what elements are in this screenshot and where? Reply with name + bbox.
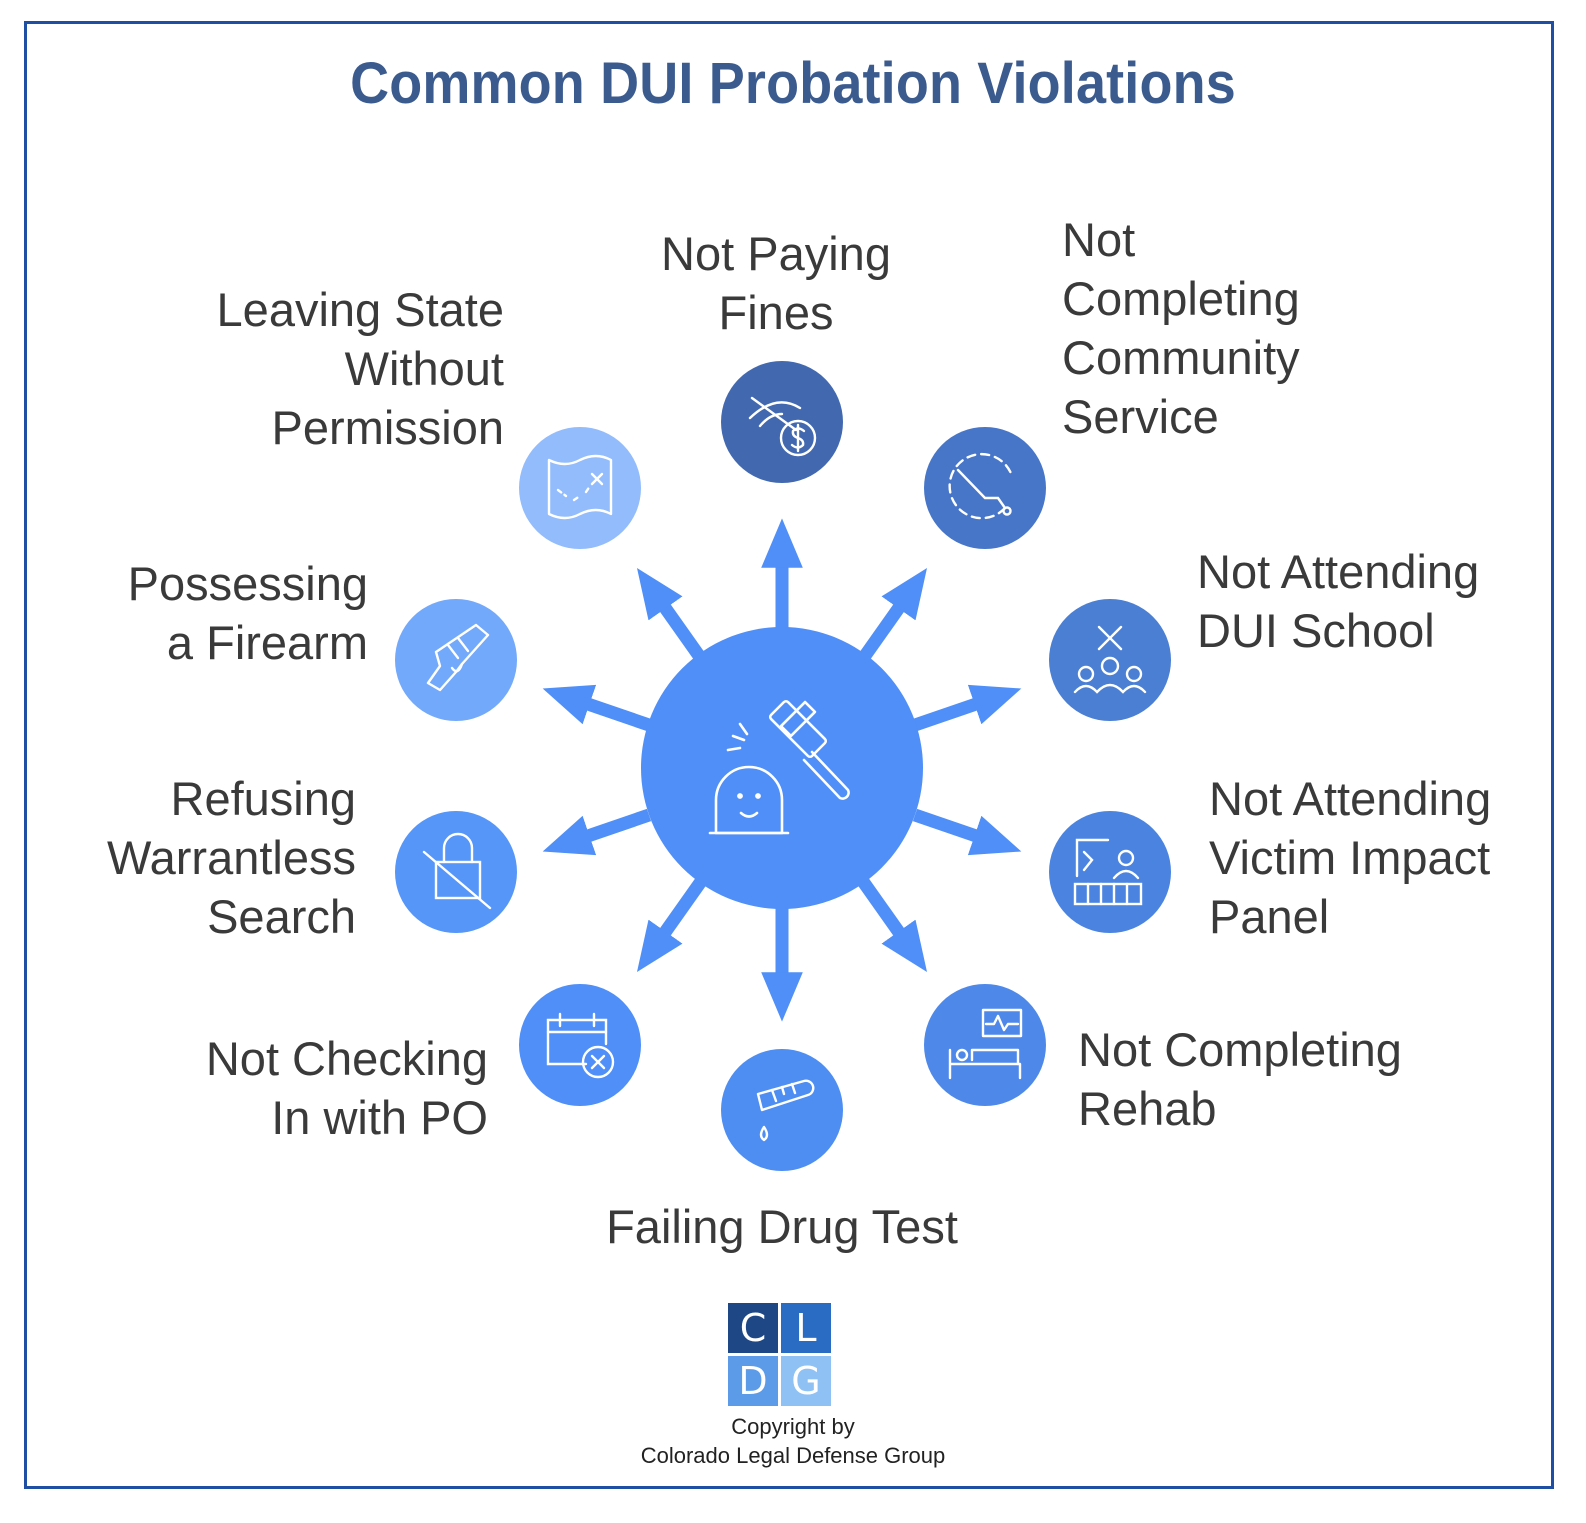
logo-letter-l: L — [781, 1303, 831, 1353]
label-refusing-warrantless-search: Refusing Warrantless Search — [107, 772, 356, 943]
violation-node-community-service — [924, 427, 1046, 549]
violation-node-not-paying-fines — [721, 361, 843, 483]
timer-icon — [948, 452, 1014, 520]
page-title: Common DUI Probation Violations — [350, 51, 1236, 116]
violation-node-dui-school — [1049, 599, 1171, 721]
arrow-up-right — [856, 568, 928, 664]
copyright-line-2: Colorado Legal Defense Group — [640, 1443, 946, 1468]
label-leaving-state: Leaving State Without Permission — [216, 283, 504, 454]
copyright-line-1: Copyright by — [731, 1414, 855, 1439]
group-x-icon — [1073, 625, 1147, 694]
firearm-icon — [426, 623, 490, 692]
violation-node-firearm — [395, 599, 517, 721]
logo-letter-g: G — [781, 1356, 831, 1406]
arrow-down-left — [636, 876, 708, 972]
center-circle — [641, 627, 923, 909]
hidden-money-icon — [748, 396, 817, 457]
calendar-x-icon — [546, 1012, 615, 1079]
arrow-right-up — [912, 684, 1022, 732]
label-not-attending-dui-school: Not Attending DUI School — [1197, 545, 1480, 657]
map-x-icon — [547, 454, 613, 520]
panel-speaker-icon — [1073, 838, 1143, 906]
violation-node-rehab — [924, 984, 1046, 1106]
violation-node-warrantless-search — [395, 811, 517, 933]
label-possessing-firearm: Possessing a Firearm — [127, 557, 368, 669]
arrow-left-up — [542, 684, 652, 732]
hospital-bed-icon — [948, 1008, 1023, 1080]
violation-node-checking-in — [519, 984, 641, 1106]
arrow-down-right — [856, 876, 928, 972]
label-not-paying-fines: Not Paying Fines — [661, 227, 891, 339]
label-not-attending-victim-impact-panel: Not Attending Victim Impact Panel — [1209, 772, 1492, 943]
label-not-completing-community-service: Not Completing Community Service — [1062, 213, 1300, 443]
gavel-and-gravestone-icon — [708, 699, 850, 835]
violation-node-drug-test — [721, 1049, 843, 1171]
arrows — [542, 518, 1022, 1022]
border-frame — [24, 21, 1554, 1489]
logo-letter-d: D — [728, 1356, 778, 1406]
violation-node-leaving-state — [519, 427, 641, 549]
label-not-completing-rehab: Not Completing Rehab — [1078, 1023, 1402, 1135]
arrow-up-left — [636, 568, 708, 664]
arrow-right-down — [912, 808, 1022, 856]
label-failing-drug-test: Failing Drug Test — [606, 1200, 958, 1253]
arrow-left-down — [542, 808, 652, 856]
cldg-logo: C L D G — [728, 1303, 832, 1407]
violation-node-victim-impact-panel — [1049, 811, 1171, 933]
label-not-checking-in: Not Checking In with PO — [205, 1032, 488, 1144]
logo-letter-c: C — [728, 1303, 778, 1353]
crossed-lock-icon — [422, 832, 492, 910]
test-tube-drop-icon — [756, 1079, 815, 1142]
